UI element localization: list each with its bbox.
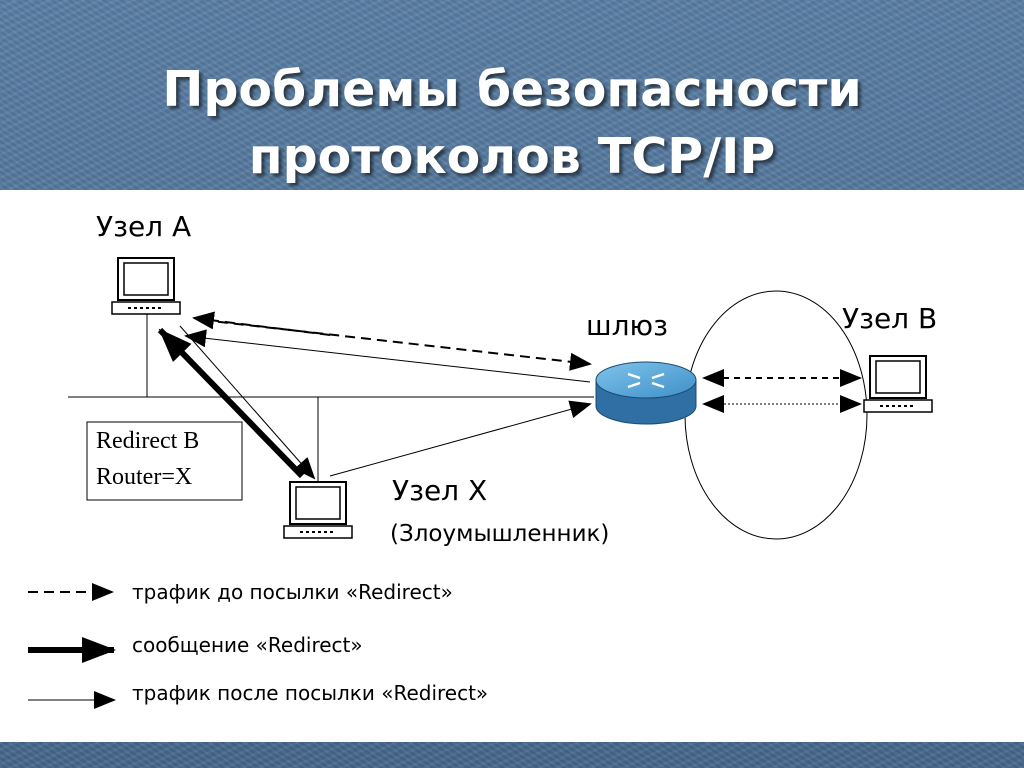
slide-title: Проблемы безопасности протоколов TCP/IP: [0, 56, 1024, 190]
title-line-2: протоколов TCP/IP: [248, 128, 776, 185]
computer-icon-node-a: [111, 257, 181, 315]
network-diagram: Redirect B Router=X Узел А Узел В шлюз У…: [28, 210, 937, 709]
legend-label-before: трафик до посылки «Redirect»: [132, 580, 453, 604]
segment-b-ellipse: [684, 290, 868, 540]
arrow-traffic-after-x-gateway: [329, 400, 592, 477]
legend-label-redirect: сообщение «Redirect»: [132, 633, 363, 657]
label-node-x-role: (Злоумышленник): [390, 521, 609, 547]
legend: трафик до посылки «Redirect» сообщение «…: [28, 580, 488, 709]
computer-icon-node-b: [863, 355, 933, 413]
label-gateway: шлюз: [586, 309, 668, 342]
arrow-traffic-after-a-x: [179, 325, 316, 480]
arrow-traffic-after-gateway-a: [184, 329, 591, 383]
arrow-redirect-message: [157, 327, 305, 479]
title-line-1: Проблемы безопасности: [162, 61, 862, 118]
label-node-b: Узел В: [842, 302, 937, 335]
computer-icon-node-x: [283, 481, 353, 539]
label-node-x: Узел Х: [392, 474, 487, 507]
router-icon-gateway: [595, 361, 697, 425]
redirect-message-box: Redirect B Router=X: [86, 421, 243, 501]
label-node-a: Узел А: [96, 210, 191, 243]
redirect-box-line-1: Redirect B: [96, 428, 199, 454]
redirect-box-line-2: Router=X: [96, 464, 192, 490]
arrows-gateway-node-b: [702, 369, 862, 413]
network-bus: [68, 308, 594, 486]
arrow-traffic-before-a-gateway: [192, 311, 592, 371]
legend-label-after: трафик после посылки «Redirect»: [132, 681, 488, 705]
